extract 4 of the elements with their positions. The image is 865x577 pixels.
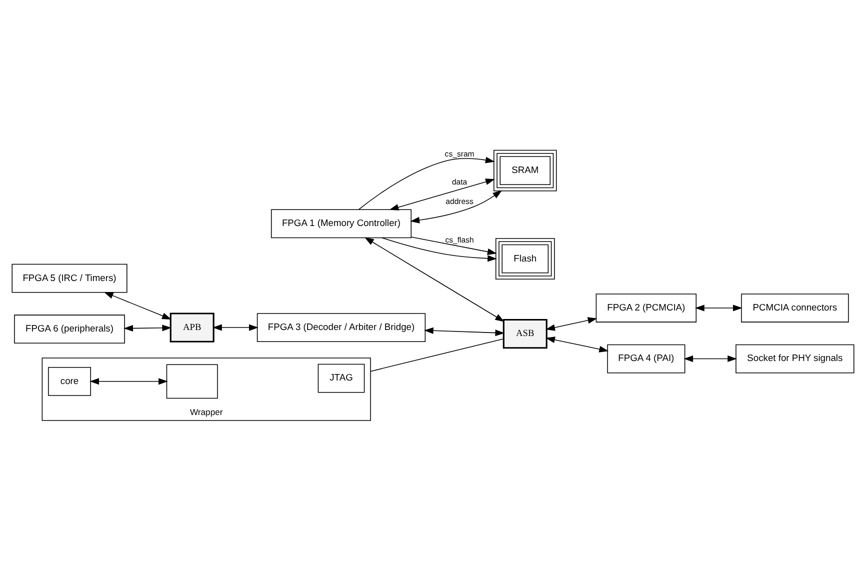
edge-label: address (445, 197, 473, 206)
edge-label: cs_sram (444, 150, 474, 159)
edge-label: data (451, 178, 467, 187)
edge-label: cs_flash (444, 235, 474, 244)
